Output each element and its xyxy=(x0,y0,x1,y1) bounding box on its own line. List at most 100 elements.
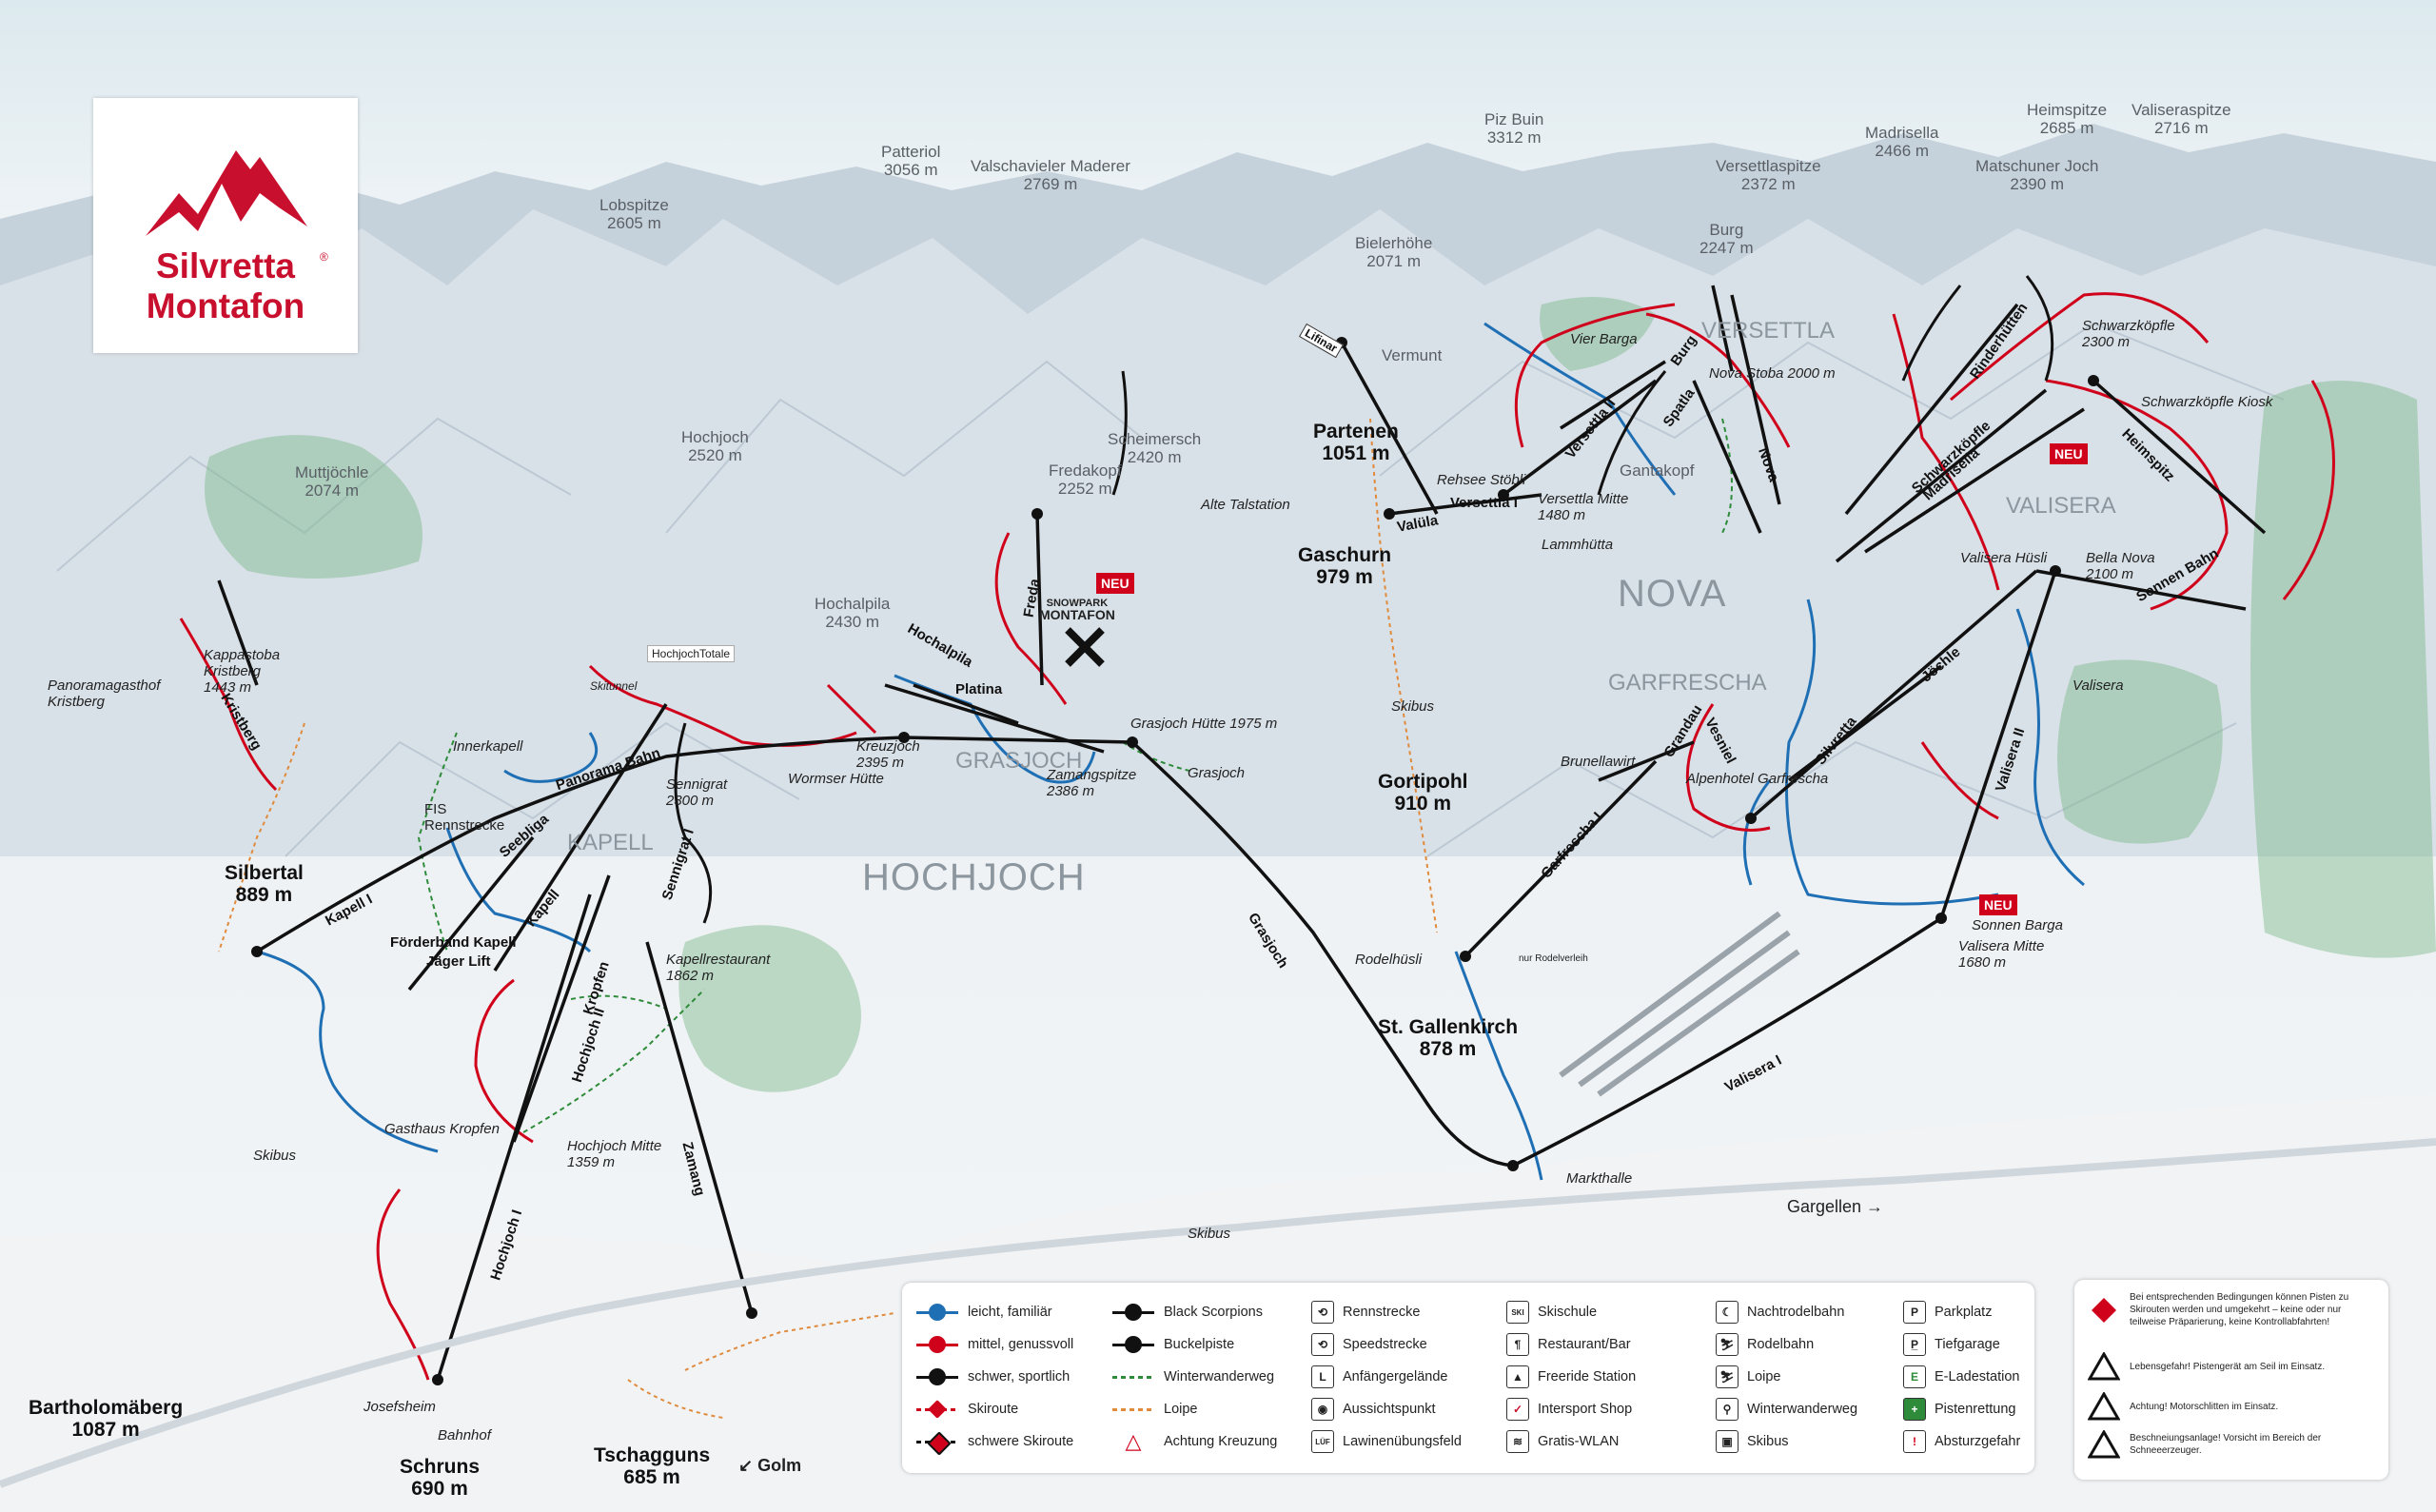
ski-school-icon: SKI xyxy=(1506,1301,1529,1324)
hut-wormser[interactable]: Wormser Hütte xyxy=(788,771,884,787)
red-pistes xyxy=(179,292,2335,1381)
label-hochjochtotale[interactable]: HochjochTotale xyxy=(647,645,736,662)
fall-danger-icon: ! xyxy=(1903,1430,1926,1453)
hut-grasjoch-huette[interactable]: Grasjoch Hütte 1975 m xyxy=(1130,716,1278,732)
logo-line-1: Silvretta xyxy=(155,246,295,285)
lift-platina[interactable]: Platina xyxy=(955,681,1003,697)
hut-valisera-huesli[interactable]: Valisera Hüsli xyxy=(1960,550,2048,566)
hut-rehsee[interactable]: Rehsee Stöbli xyxy=(1437,472,1526,488)
hut-lammhuetta[interactable]: Lammhütta xyxy=(1542,537,1614,553)
hut-valisera: Valisera xyxy=(2073,677,2124,694)
warning-item: Bei entsprechenden Bedingungen können Pi… xyxy=(2088,1291,2378,1328)
lift-jaeger[interactable]: Jäger Lift xyxy=(426,953,491,970)
groomer-warning-icon xyxy=(2088,1352,2120,1381)
legend: leicht, familiär mittel, genussvoll schw… xyxy=(902,1283,2034,1473)
snowpark-line-2: MONTAFON xyxy=(1039,607,1115,622)
lift-versettla-1[interactable]: Versettla I xyxy=(1450,495,1518,511)
garage-icon: P̲ xyxy=(1903,1333,1926,1356)
hut-nova-stoba[interactable]: Nova Stoba 2000 m xyxy=(1709,365,1836,382)
area-versettla: VERSETTLA xyxy=(1701,318,1836,344)
legend-item: ◉Aussichtspunkt xyxy=(1311,1393,1462,1425)
hut-brunellawirt[interactable]: Brunellawirt xyxy=(1561,754,1636,770)
snowpark-icon xyxy=(1065,627,1105,667)
peak-vermunt: Vermunt xyxy=(1382,346,1443,364)
label-gargellen[interactable]: Gargellen → xyxy=(1787,1197,1884,1216)
snowmaking-warning-icon xyxy=(2088,1430,2120,1459)
rescue-icon: + xyxy=(1903,1398,1926,1421)
hut-vier-barga[interactable]: Vier Barga xyxy=(1570,331,1638,347)
beginner-icon: L xyxy=(1311,1365,1334,1388)
label-rodelverleih: nur Rodelverleih xyxy=(1519,953,1588,964)
snowpark-label[interactable]: SNOWPARK MONTAFON xyxy=(1039,598,1115,622)
hut-alte-talstation[interactable]: Alte Talstation xyxy=(1201,497,1290,513)
winterwanderweg xyxy=(417,418,1733,1133)
hut-skibus-2: Skibus xyxy=(1391,698,1435,715)
shop-icon: ✓ xyxy=(1506,1398,1529,1421)
diamond-icon xyxy=(2092,1297,2116,1323)
label-innerkapell: Innerkapell xyxy=(453,738,523,755)
hut-kropfen[interactable]: Gasthaus Kropfen xyxy=(384,1121,500,1137)
peak-gantakopf: Gantakopf xyxy=(1620,461,1695,480)
legend-item: ¶Restaurant/Bar xyxy=(1506,1328,1636,1361)
hut-skibus-3: Skibus xyxy=(1188,1226,1231,1242)
lift-foerderband[interactable]: Förderband Kapell xyxy=(390,934,517,951)
neu-badge-snowpark: NEU xyxy=(1096,573,1134,594)
snowpark-line-1: SNOWPARK xyxy=(1046,598,1109,609)
hut-markthalle[interactable]: Markthalle xyxy=(1566,1170,1633,1187)
warning-item: Achtung! Motorschlitten im Einsatz. xyxy=(2088,1392,2378,1421)
legend-item: schwer, sportlich xyxy=(915,1361,1073,1393)
lift-stations xyxy=(251,337,2099,1385)
sled-icon: ⛷ xyxy=(1716,1333,1739,1356)
legend-item: ⟲Rennstrecke xyxy=(1311,1296,1462,1328)
hut-schwarzkoepfle-kiosk[interactable]: Schwarzköpfle Kiosk xyxy=(2141,394,2273,410)
legend-item: +Pistenrettung xyxy=(1903,1393,2020,1425)
area-garfrescha: GARFRESCHA xyxy=(1608,670,1767,696)
warnings-box: Bei entsprechenden Bedingungen können Pi… xyxy=(2074,1280,2388,1480)
hut-alpenhotel[interactable]: Alpenhotel Garfrescha xyxy=(1686,771,1829,787)
legend-item: Winterwanderweg xyxy=(1111,1361,1277,1393)
hut-bahnhof[interactable]: Bahnhof xyxy=(438,1427,491,1443)
night-sled-icon: ☾ xyxy=(1716,1301,1739,1324)
logo-registered: ® xyxy=(320,250,328,264)
legend-item: △Achtung Kreuzung xyxy=(1111,1425,1278,1458)
hut-sonnen-barga[interactable]: Sonnen Barga xyxy=(1972,917,2063,933)
label-golm[interactable]: ↙ Golm xyxy=(738,1456,802,1475)
legend-item: ≋Gratis-WLAN xyxy=(1506,1425,1636,1458)
legend-item: Loipe xyxy=(1111,1393,1277,1425)
silvretta-montafon-logo[interactable]: Silvretta ® Montafon xyxy=(93,98,358,353)
avalanche-training-icon: LÜF xyxy=(1311,1430,1334,1453)
legend-item: leicht, familiär xyxy=(915,1296,1073,1328)
hut-rodelhuesli[interactable]: Rodelhüsli xyxy=(1355,952,1423,968)
